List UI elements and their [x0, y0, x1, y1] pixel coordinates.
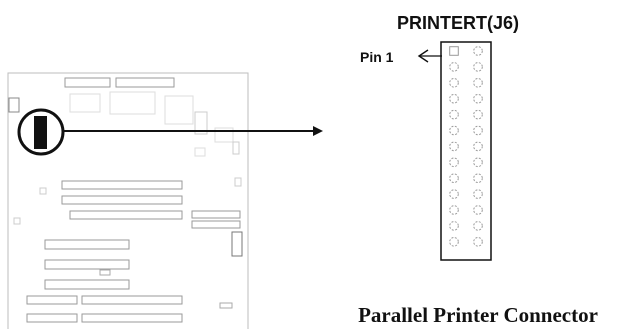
board-slot — [44, 259, 130, 270]
board-slot — [219, 302, 233, 309]
board-slot — [69, 210, 183, 220]
connector-caption: Parallel Printer Connector — [358, 303, 598, 327]
board-slot — [231, 231, 243, 257]
motherboard-outline — [7, 72, 249, 329]
pin-1-arrow — [417, 49, 442, 63]
connector-pin — [449, 157, 459, 168]
board-slot — [81, 313, 183, 323]
connector-pin — [449, 221, 459, 231]
board-slot — [44, 239, 130, 250]
board-chip — [69, 93, 101, 113]
pin-1-square — [449, 46, 459, 56]
connector-pin — [449, 205, 459, 215]
connector-pin — [473, 62, 483, 72]
pin-1-arrow-head-icon — [417, 49, 429, 63]
connector-pin — [449, 62, 459, 72]
connector-block-icon — [34, 116, 47, 149]
pin-1-label: Pin 1 — [360, 49, 394, 65]
board-slot — [99, 269, 111, 276]
connector-pin — [449, 173, 459, 183]
connector-pins — [449, 46, 483, 247]
connector-pin — [473, 157, 483, 168]
connector-pin — [473, 221, 483, 231]
connector-location-marker — [17, 108, 65, 156]
connector-pin — [473, 46, 483, 56]
motherboard — [7, 72, 249, 329]
board-header-slot — [115, 77, 175, 88]
board-chip — [164, 95, 194, 125]
connector-title: PRINTERT(J6) — [397, 13, 519, 33]
connector-pin — [449, 109, 459, 120]
arrow-head-icon — [313, 126, 323, 136]
connector-pin — [473, 109, 483, 120]
board-port — [8, 97, 20, 113]
connector-pin — [473, 125, 483, 136]
board-chip — [109, 91, 156, 115]
board-slot — [81, 295, 183, 305]
connector-pin — [473, 141, 483, 152]
connector-pin — [473, 205, 483, 215]
connector-pin — [473, 78, 483, 88]
board-slot — [61, 180, 183, 190]
board-chip — [194, 147, 206, 157]
board-slot — [191, 220, 241, 229]
board-chip — [232, 141, 240, 155]
connector-pin — [473, 237, 483, 247]
board-slot — [44, 279, 130, 290]
board-slot — [191, 210, 241, 219]
connector-pin — [449, 78, 459, 88]
connector-pin — [449, 189, 459, 199]
connector-pin — [449, 93, 459, 104]
connector-pin — [473, 173, 483, 183]
board-slot — [26, 295, 78, 305]
board-chip — [39, 187, 47, 195]
board-chip — [214, 127, 234, 143]
connector-pin — [449, 125, 459, 136]
connector-pin — [473, 93, 483, 104]
board-slot — [26, 313, 78, 323]
connector-header-outline — [440, 41, 492, 261]
connector-pin — [449, 237, 459, 247]
board-header-slot — [64, 77, 111, 88]
pointer-arrow — [63, 126, 323, 136]
connector-pin — [473, 189, 483, 199]
connector-pin — [449, 141, 459, 152]
board-slot — [61, 195, 183, 205]
board-chip — [234, 177, 242, 187]
board-chip — [13, 217, 21, 225]
board-chip — [194, 111, 208, 135]
